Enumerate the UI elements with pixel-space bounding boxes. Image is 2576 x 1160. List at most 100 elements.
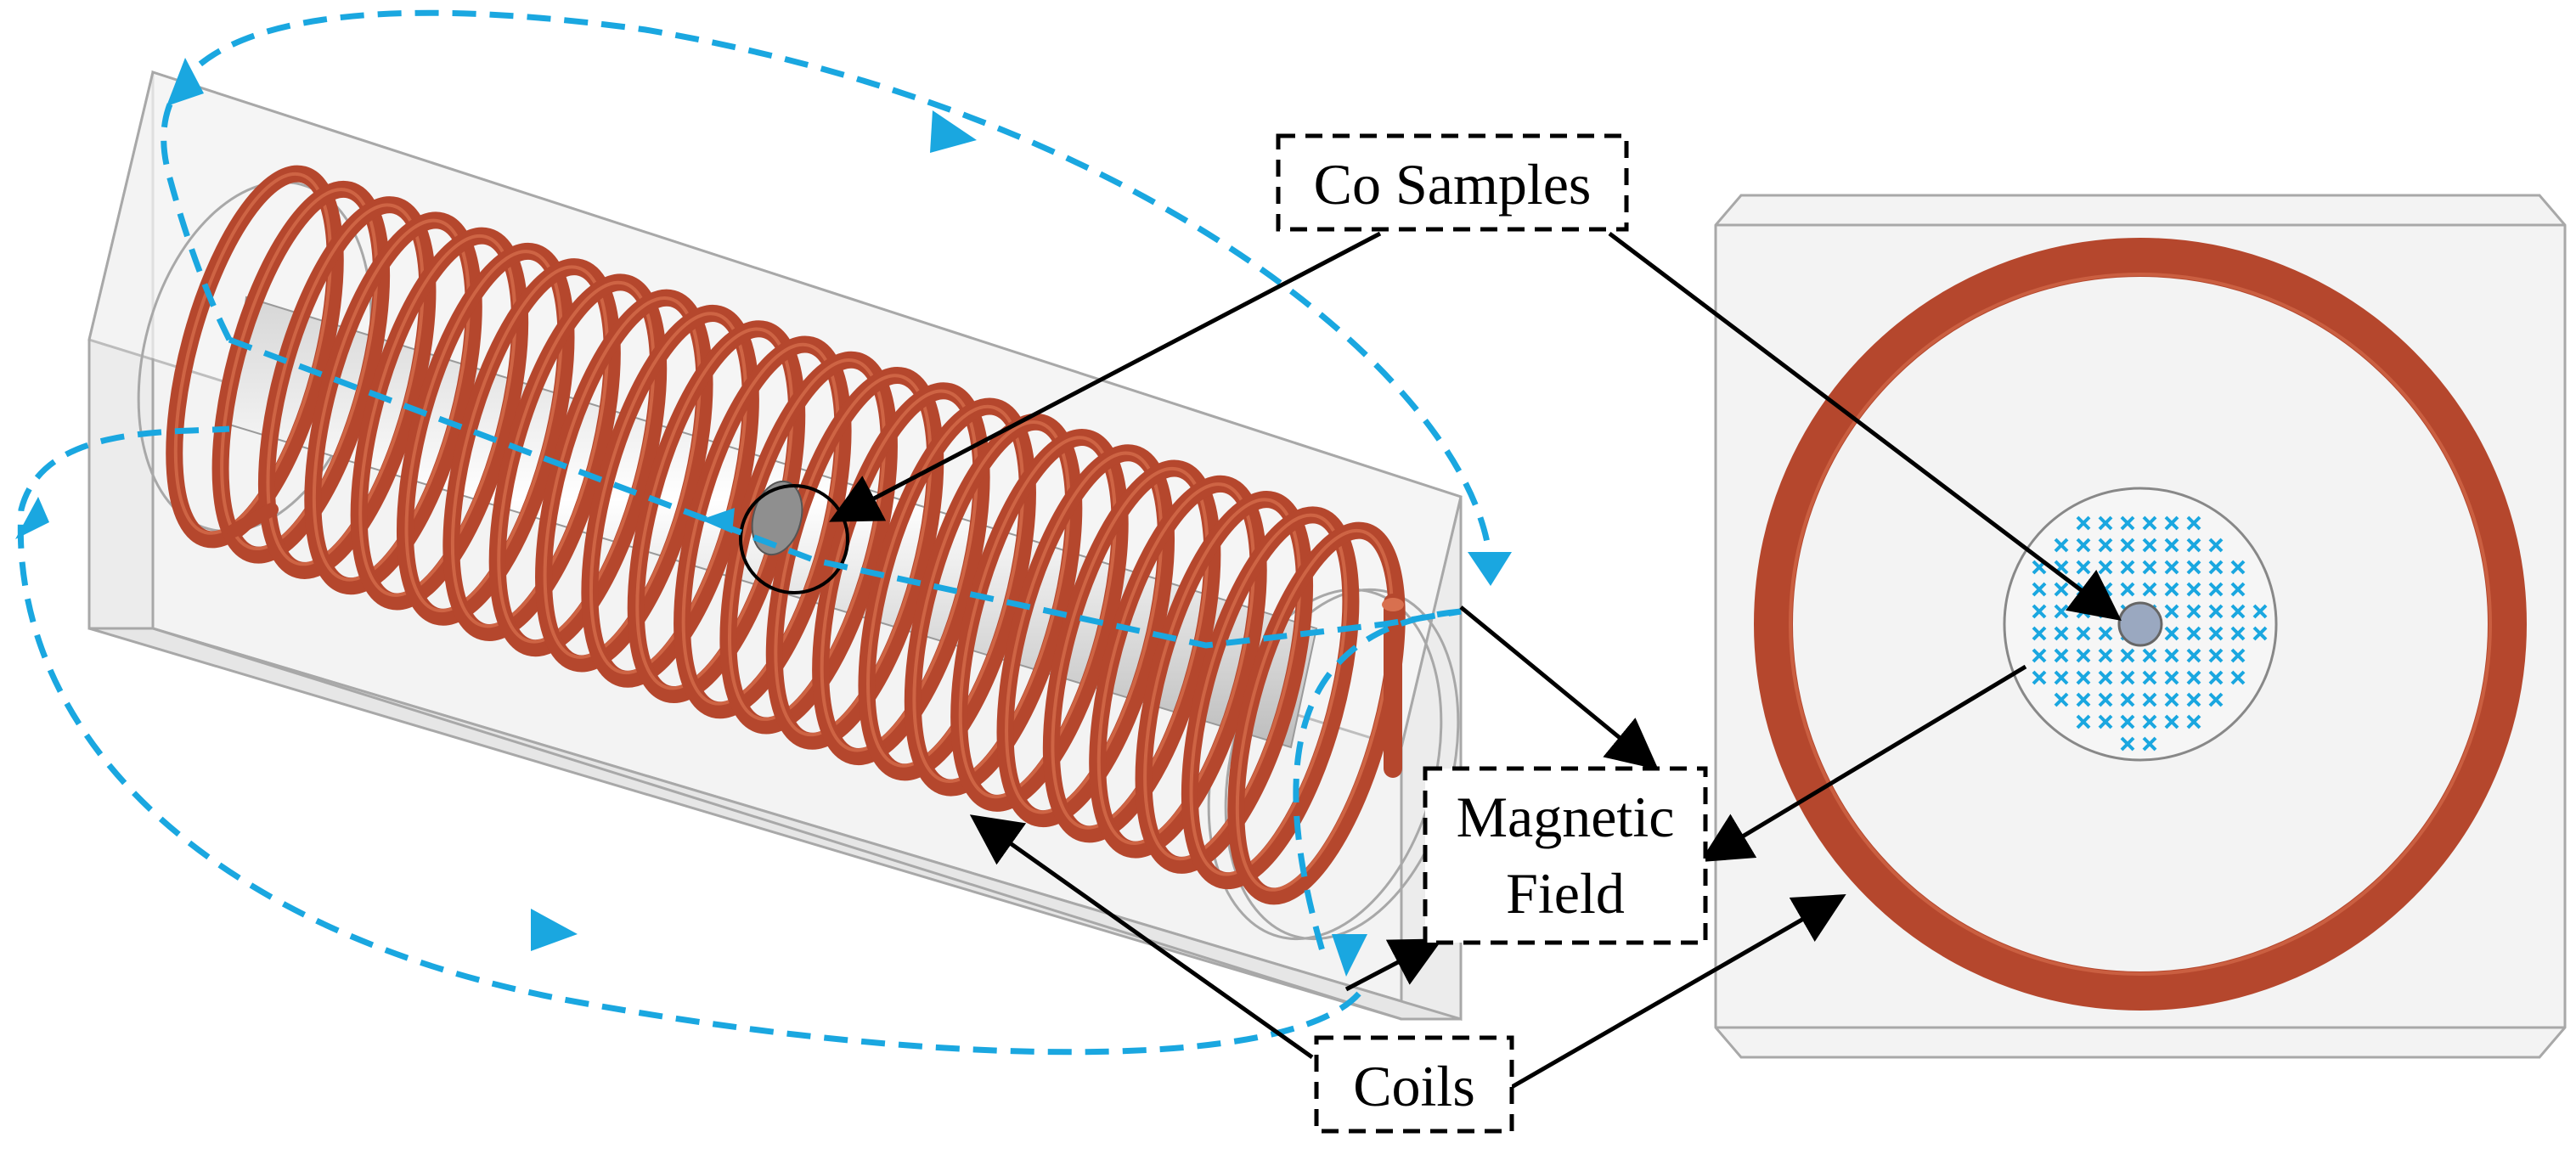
x-cross-icon <box>2098 538 2113 553</box>
field-arrow-top-left <box>166 58 204 106</box>
x-cross-icon <box>2164 560 2179 575</box>
field-arrow-right <box>1468 552 1512 586</box>
x-cross-icon <box>2186 560 2201 575</box>
x-cross-icon <box>2164 714 2179 729</box>
x-cross-icon <box>2076 538 2091 553</box>
x-cross-icon <box>2142 736 2157 752</box>
label-co-samples-text: Co Samples <box>1314 152 1592 217</box>
x-cross-icon <box>2120 648 2135 663</box>
x-cross-icon <box>2120 515 2135 531</box>
x-cross-icon <box>2098 626 2113 641</box>
field-arrow-axis <box>701 508 735 533</box>
coil-turn-highlight <box>1096 482 1255 845</box>
x-cross-icon <box>2142 692 2157 707</box>
solenoid-end-view <box>1714 194 2567 1059</box>
x-cross-icon <box>2120 714 2135 729</box>
x-cross-icon <box>2186 670 2201 685</box>
x-cross-icon <box>2076 648 2091 663</box>
coil-turn-highlight <box>358 234 517 597</box>
coil-turn-highlight <box>1051 466 1209 830</box>
x-cross-icon <box>2208 560 2224 575</box>
x-cross-icon <box>2076 714 2091 729</box>
x-cross-icon <box>2230 670 2246 685</box>
field-arrowheads <box>15 58 1512 977</box>
x-cross-icon <box>2032 582 2047 597</box>
x-cross-icon <box>2208 670 2224 685</box>
x-cross-icon <box>2076 626 2091 641</box>
coil-turn-highlight <box>543 296 702 659</box>
coil-turn-highlight <box>450 265 610 628</box>
x-cross-icon <box>2032 626 2047 641</box>
arrow-co-samples-to-end <box>1608 232 2122 622</box>
x-cross-icon <box>2164 538 2179 553</box>
magnetic-field-lines-3d <box>17 9 1494 1056</box>
x-cross-icon <box>2120 582 2135 597</box>
label-magnetic-field: Magnetic Field <box>1423 766 1708 945</box>
x-cross-icon <box>2054 538 2069 553</box>
coil-turn-highlight <box>866 404 1025 768</box>
coil-turn-highlight <box>958 436 1117 799</box>
arrow-coils-to-3d <box>969 814 1314 1060</box>
x-cross-icon <box>2208 648 2224 663</box>
x-cross-icon <box>2054 604 2069 619</box>
x-cross-icon <box>2054 670 2069 685</box>
x-cross-icon <box>2230 604 2246 619</box>
x-cross-icon <box>2032 670 2047 685</box>
coil-turn-highlight <box>820 389 978 752</box>
field-arrow-bottom <box>531 909 578 951</box>
arrow-field-to-end <box>1699 664 2027 863</box>
x-cross-icon <box>2186 582 2201 597</box>
x-cross-icon <box>2164 582 2179 597</box>
x-cross-icon <box>2186 538 2201 553</box>
x-cross-icon <box>2252 626 2268 641</box>
label-coils: Coils <box>1314 1035 1514 1134</box>
x-cross-icon <box>2164 604 2179 619</box>
x-cross-icon <box>2164 648 2179 663</box>
x-cross-icon <box>2230 648 2246 663</box>
coil-leads <box>227 503 1404 778</box>
field-arrow-top <box>930 110 977 153</box>
field-arrow-bottom-right <box>1332 934 1367 977</box>
leader-arrows <box>829 231 2122 1090</box>
label-field-text: Field <box>1506 861 1625 926</box>
co-sample-3d <box>739 480 849 594</box>
x-cross-icon <box>2098 670 2113 685</box>
x-cross-icon <box>2098 692 2113 707</box>
x-cross-icon <box>2098 515 2113 531</box>
x-cross-icon <box>2186 714 2201 729</box>
coil-turn-highlight <box>1005 451 1164 814</box>
x-cross-icon <box>2076 670 2091 685</box>
x-cross-icon <box>2142 648 2157 663</box>
arrow-field-from-3d <box>1459 605 1659 770</box>
coil-turn-highlight <box>1143 498 1302 861</box>
field-arrow-left <box>15 497 49 539</box>
x-cross-icon <box>2076 515 2091 531</box>
coil-turn-highlight <box>589 312 748 675</box>
end-view-coil-ring <box>1754 238 2527 1011</box>
x-cross-icon <box>2186 515 2201 531</box>
coil-turn-highlight <box>312 218 471 582</box>
x-cross-icon <box>2142 670 2157 685</box>
x-cross-icon <box>2142 582 2157 597</box>
coil-turn-highlight <box>912 420 1071 783</box>
arrow-co-samples-to-3d <box>829 231 1382 522</box>
field-return-right <box>1293 608 1462 961</box>
x-cross-icon <box>2120 736 2135 752</box>
x-cross-icon <box>2098 648 2113 663</box>
x-cross-icon <box>2164 692 2179 707</box>
coil-turn-highlight <box>266 203 425 566</box>
x-cross-icon <box>2186 692 2201 707</box>
coil-turn-highlight <box>727 358 887 721</box>
x-cross-icon <box>2032 604 2047 619</box>
x-cross-icon <box>2120 560 2135 575</box>
field-into-page-markers <box>2032 515 2268 752</box>
sample-highlight-circle <box>739 484 849 594</box>
coil-turn-highlight <box>681 342 840 706</box>
x-cross-icon <box>2208 538 2224 553</box>
x-cross-icon <box>2142 538 2157 553</box>
x-cross-icon <box>2186 626 2201 641</box>
solenoid-3d-view <box>15 9 1512 1056</box>
x-cross-icon <box>2054 626 2069 641</box>
x-cross-icon <box>2054 648 2069 663</box>
